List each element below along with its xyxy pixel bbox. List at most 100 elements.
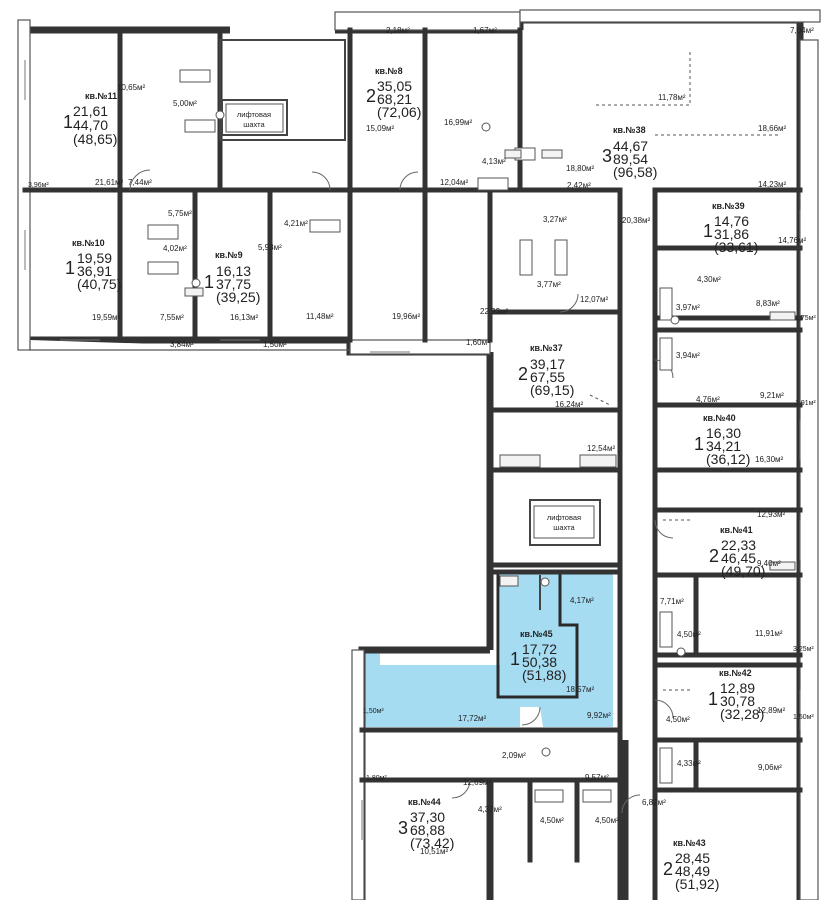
apartment-40[interactable]: кв.№40 1 16,30 34,21 (36,12) [694,413,750,467]
room-area: 9,06м² [758,763,782,772]
total-area: 44,70 [73,117,108,133]
room-areas: 2,18м² 1,67м² 7,04м² 10,65м² 5,00м² 15,0… [28,26,816,856]
room-area: 3,97м² [676,303,700,312]
room-area: 14,23м² [758,180,787,189]
room-area: 19,59м² [92,313,121,322]
living-area: 12,89 [720,680,755,696]
reduced-area: (96,58) [613,164,657,180]
interior-walls [22,27,803,900]
apartment-39[interactable]: кв.№39 1 14,76 31,86 (33,61) [703,201,758,255]
apartment-11[interactable]: кв.№11 1 21,61 44,70 (48,65) [63,91,117,147]
kitchen-zones [589,50,780,691]
room-area: 3,84м² [170,340,194,349]
room-area: 4,30м² [697,275,721,284]
apartment-45[interactable]: кв.№45 1 17,72 50,38 (51,88) [510,629,566,683]
room-count: 2 [518,364,528,384]
room-area: 12,54м² [587,444,616,453]
room-count: 2 [709,546,719,566]
reduced-area: (33,61) [714,239,758,255]
apartment-number: кв.№11 [85,91,117,101]
living-area: 28,45 [675,850,710,866]
apartment-44[interactable]: кв.№44 3 37,30 68,88 (73,42) [398,797,454,851]
apartment-10[interactable]: кв.№10 1 19,59 36,91 (40,75) [65,238,121,292]
lift-shaft-middle: лифтовая шахта [533,505,595,539]
doors [129,169,674,814]
apartment-number: кв.№45 [520,629,553,639]
total-area: 31,86 [714,226,749,242]
apartment-8[interactable]: кв.№8 2 35,05 68,21 (72,06) [366,66,421,120]
room-area: 5,00м² [173,99,197,108]
room-area: 10,65м² [117,83,146,92]
room-count: 2 [663,859,673,879]
room-area: 11,78м² [658,93,686,102]
total-area: 46,45 [721,550,756,566]
room-area: 2,18м² [386,26,410,35]
room-area: 8,83м² [756,299,780,308]
room-area: 7,71м² [660,597,684,606]
room-area: 12,89м² [757,706,786,715]
room-count: 1 [63,112,73,132]
room-area: 16,99м² [444,118,473,127]
apartment-9[interactable]: кв.№9 1 16,13 37,75 (39,25) [204,250,260,305]
living-area: 44,67 [613,138,648,154]
room-area: 4,02м² [163,244,187,253]
room-area: 2,09м² [502,751,526,760]
total-area: 36,91 [77,263,112,279]
apartment-number: кв.№8 [375,66,403,76]
room-area: 6,82м² [642,798,666,807]
room-area: 20,38м² [622,216,651,225]
reduced-area: (39,25) [216,289,260,305]
living-area: 37,30 [410,809,445,825]
room-count: 3 [602,146,612,166]
living-area: 19,59 [77,250,112,266]
apartment-number: кв.№10 [72,238,105,248]
apartment-42[interactable]: кв.№42 1 12,89 30,78 (32,28) [708,668,764,722]
apartment-41[interactable]: кв.№41 2 22,33 46,45 (49,70) [709,525,765,579]
living-area: 35,05 [377,78,412,94]
room-area: 14,76м² [778,236,807,245]
room-area: 1,50м² [793,714,814,721]
living-area: 17,72 [522,641,557,657]
shaft-label: лифтовая [237,110,271,119]
room-area: 1,60м² [466,338,490,347]
apartment-43[interactable]: кв.№43 2 28,45 48,49 (51,92) [663,838,719,892]
room-area: 4,13м² [482,157,506,166]
room-area: 1,91м² [795,400,816,407]
room-area: 7,04м² [790,26,814,35]
room-area: 12,04м² [440,178,469,187]
shaft-label: шахта [243,120,265,129]
outer-walls [21,16,804,900]
room-area: 18,66м² [758,124,787,133]
room-area: 19,96м² [392,312,421,321]
room-area: 15,09м² [366,124,395,133]
apartment-number: кв.№38 [613,125,646,135]
room-area: 17,72м² [458,714,487,723]
windows [24,60,801,840]
total-area: 89,54 [613,151,648,167]
shaft-label: лифтовая [547,513,581,522]
room-area: 16,13м² [230,313,259,322]
apartment-37[interactable]: кв.№37 2 39,17 67,55 (69,15) [518,343,574,398]
reduced-area: (40,75) [77,276,121,292]
room-area: 1,67м² [473,26,497,35]
room-area: 18,57м² [566,685,595,694]
room-count: 1 [510,649,520,669]
room-area: 10,51м² [420,847,449,856]
reduced-area: (72,06) [377,104,421,120]
apartment-number: кв.№41 [720,525,753,535]
room-area: 16,30м² [755,455,784,464]
total-area: 30,78 [720,693,755,709]
room-area: 11,48м² [306,312,334,321]
apartment-45-highlight[interactable] [362,572,613,727]
total-area: 34,21 [706,438,741,454]
room-area: 4,50м² [540,816,564,825]
room-count: 1 [708,689,718,709]
reduced-area: (51,88) [522,667,566,683]
shaft-label: шахта [553,523,575,532]
room-area: 4,37м² [478,805,502,814]
living-area: 16,13 [216,263,251,279]
apartment-number: кв.№42 [719,668,752,678]
apartment-38[interactable]: кв.№38 3 44,67 89,54 (96,58) [602,125,657,180]
apartment-number: кв.№9 [215,250,243,260]
living-area: 16,30 [706,425,741,441]
